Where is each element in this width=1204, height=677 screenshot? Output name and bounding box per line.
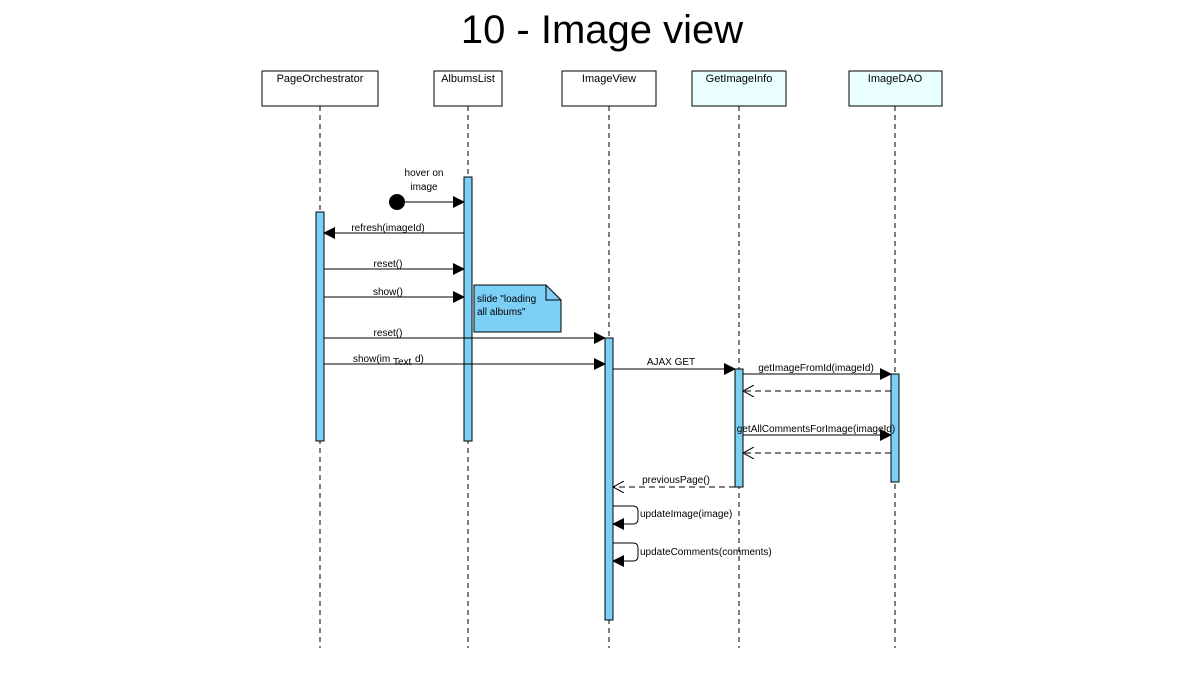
participant-get-image-info[interactable]: GetImageInfo: [691, 70, 787, 107]
message-previous-page: previousPage(): [613, 475, 735, 487]
message-label: AJAX GET: [647, 357, 695, 368]
participant-image-dao[interactable]: ImageDAO: [848, 70, 943, 107]
participant-image-view[interactable]: ImageView: [561, 70, 657, 107]
text-placeholder: Text: [393, 357, 412, 368]
message-update-comments: updateComments(comments): [612, 542, 772, 567]
message-label: show(): [373, 287, 403, 298]
participant-page-orchestrator[interactable]: PageOrchestrator: [261, 70, 379, 107]
participant-label: AlbumsList: [441, 73, 495, 85]
message-label: show(im: [353, 354, 390, 365]
activation-page-orchestrator: [315, 211, 325, 442]
message-show-view: show(im d) Text: [324, 354, 606, 370]
note-text: slide "loading: [477, 294, 536, 305]
message-label: previousPage(): [642, 475, 710, 486]
message-label: hover on: [405, 168, 444, 179]
message-hover-on-image: hover on image: [389, 168, 465, 210]
note-text: all albums": [477, 307, 526, 318]
participant-label: PageOrchestrator: [277, 73, 364, 85]
note-loading-albums: slide "loading all albums": [473, 284, 562, 333]
message-label: updateComments(comments): [640, 547, 772, 558]
message-label: reset(): [374, 328, 403, 339]
activation-albums-list: [463, 176, 473, 442]
message-label: getImageFromId(imageId): [758, 363, 874, 374]
message-label: getAllCommentsForImage(imageId): [737, 424, 895, 435]
activation-image-dao: [890, 373, 900, 483]
message-refresh: refresh(imageId): [323, 223, 464, 239]
participant-label: ImageView: [582, 73, 636, 85]
message-label: updateImage(image): [640, 509, 732, 520]
diagram-title: 10 - Image view: [460, 8, 744, 52]
participant-label: GetImageInfo: [706, 73, 773, 85]
message-update-image: updateImage(image): [612, 505, 732, 530]
message-get-image: getImageFromId(imageId): [743, 363, 892, 380]
message-get-comments: getAllCommentsForImage(imageId): [737, 424, 895, 441]
message-label: reset(): [374, 259, 403, 270]
message-reset-albums: reset(): [324, 259, 465, 275]
message-ajax-get: AJAX GET: [613, 357, 736, 375]
initial-node-icon: [389, 194, 405, 210]
activation-get-image-info: [734, 368, 744, 488]
participant-albums-list[interactable]: AlbumsList: [433, 70, 503, 107]
activation-image-view: [604, 337, 614, 621]
message-label-tail: d): [415, 354, 424, 365]
message-show-albums: show(): [324, 287, 465, 303]
message-reset-view: reset(): [324, 328, 606, 344]
message-label: image: [410, 182, 438, 193]
participant-label: ImageDAO: [868, 73, 923, 85]
message-label: refresh(imageId): [351, 223, 424, 234]
